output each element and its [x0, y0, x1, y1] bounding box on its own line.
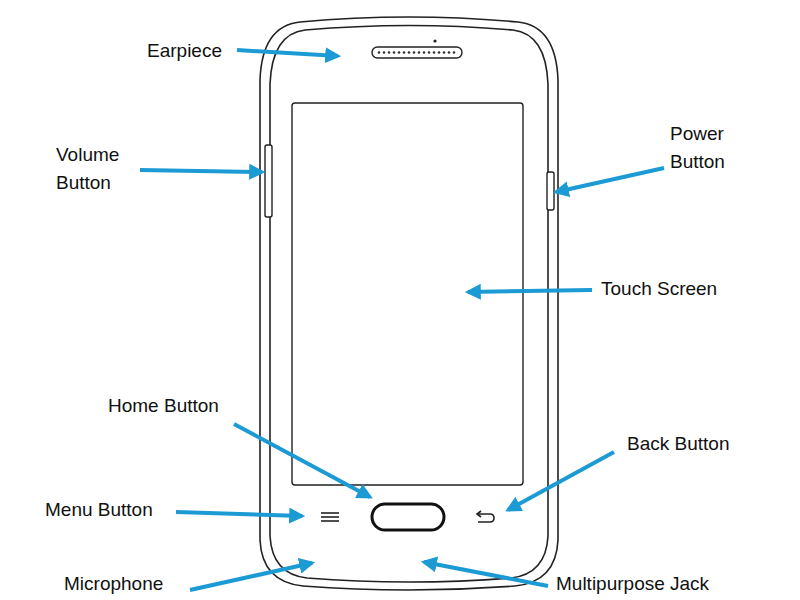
- home-button: [372, 504, 444, 530]
- power-button: [547, 172, 554, 210]
- earpiece: [372, 47, 462, 58]
- leader-arrows: [140, 50, 664, 590]
- part-label: Power Button: [670, 120, 750, 176]
- part-label: Home Button: [108, 392, 219, 420]
- part-label: Touch Screen: [601, 275, 717, 303]
- phone-body: [260, 17, 558, 590]
- sensor-dot: [433, 39, 436, 42]
- part-label: Back Button: [627, 430, 729, 458]
- volume-button: [265, 145, 272, 217]
- part-label: Volume Button: [56, 141, 140, 197]
- part-label: Menu Button: [45, 496, 153, 524]
- touch-screen: [292, 103, 523, 485]
- part-label: Multipurpose Jack: [556, 570, 709, 598]
- menu-icon: [321, 513, 339, 521]
- part-label: Microphone: [64, 570, 163, 598]
- earpiece-grill: [378, 51, 456, 54]
- back-icon: [477, 511, 494, 522]
- part-label: Earpiece: [147, 37, 222, 65]
